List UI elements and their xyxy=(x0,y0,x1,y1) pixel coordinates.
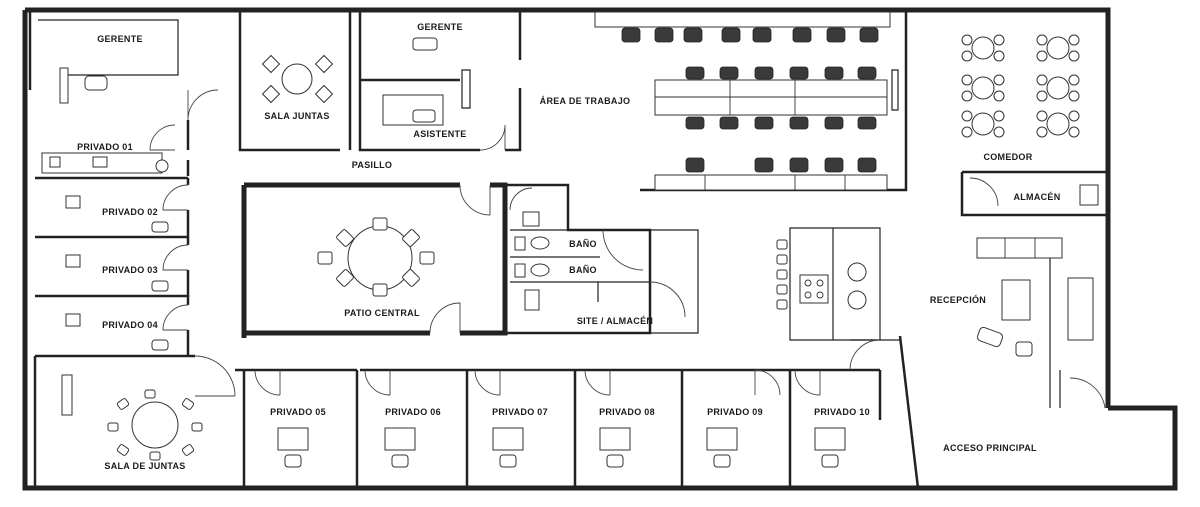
walls xyxy=(22,7,1178,491)
label-privado-09: PRIVADO 09 xyxy=(707,407,763,417)
furniture xyxy=(41,11,1099,468)
room-labels: GERENTE PRIVADO 01 PRIVADO 02 PRIVADO 03… xyxy=(77,22,1060,471)
label-privado-01: PRIVADO 01 xyxy=(77,142,133,152)
dining-tables xyxy=(961,34,1080,138)
label-site-almacen: SITE / ALMACÉN xyxy=(577,316,653,326)
label-sala-juntas: SALA JUNTAS xyxy=(264,111,329,121)
label-privado-03: PRIVADO 03 xyxy=(102,265,158,275)
label-pasillo: PASILLO xyxy=(352,160,392,170)
door-swings xyxy=(149,89,1106,409)
workstation-desks xyxy=(594,11,891,191)
label-privado-08: PRIVADO 08 xyxy=(599,407,655,417)
label-acceso-principal: ACCESO PRINCIPAL xyxy=(943,443,1037,453)
label-bano-1: BAÑO xyxy=(569,239,597,249)
label-comedor: COMEDOR xyxy=(983,152,1032,162)
label-bano-2: BAÑO xyxy=(569,265,597,275)
label-asistente: ASISTENTE xyxy=(413,129,466,139)
privado-desks xyxy=(65,195,169,351)
label-privado-07: PRIVADO 07 xyxy=(492,407,548,417)
label-gerente-top: GERENTE xyxy=(417,22,463,32)
label-almacen: ALMACÉN xyxy=(1013,192,1060,202)
label-privado-05: PRIVADO 05 xyxy=(270,407,326,417)
label-sala-de-juntas: SALA DE JUNTAS xyxy=(104,461,185,471)
workstation-chairs xyxy=(621,27,879,173)
label-recepcion: RECEPCIÓN xyxy=(930,294,986,305)
label-privado-02: PRIVADO 02 xyxy=(102,207,158,217)
label-patio-central: PATIO CENTRAL xyxy=(344,308,420,318)
label-privado-04: PRIVADO 04 xyxy=(102,320,158,330)
label-gerente-left: GERENTE xyxy=(97,34,143,44)
bottom-privado-desks xyxy=(277,427,846,468)
label-area-de-trabajo: ÁREA DE TRABAJO xyxy=(540,96,631,106)
label-privado-06: PRIVADO 06 xyxy=(385,407,441,417)
label-privado-10: PRIVADO 10 xyxy=(814,407,870,417)
kitchen-stools xyxy=(776,239,788,310)
